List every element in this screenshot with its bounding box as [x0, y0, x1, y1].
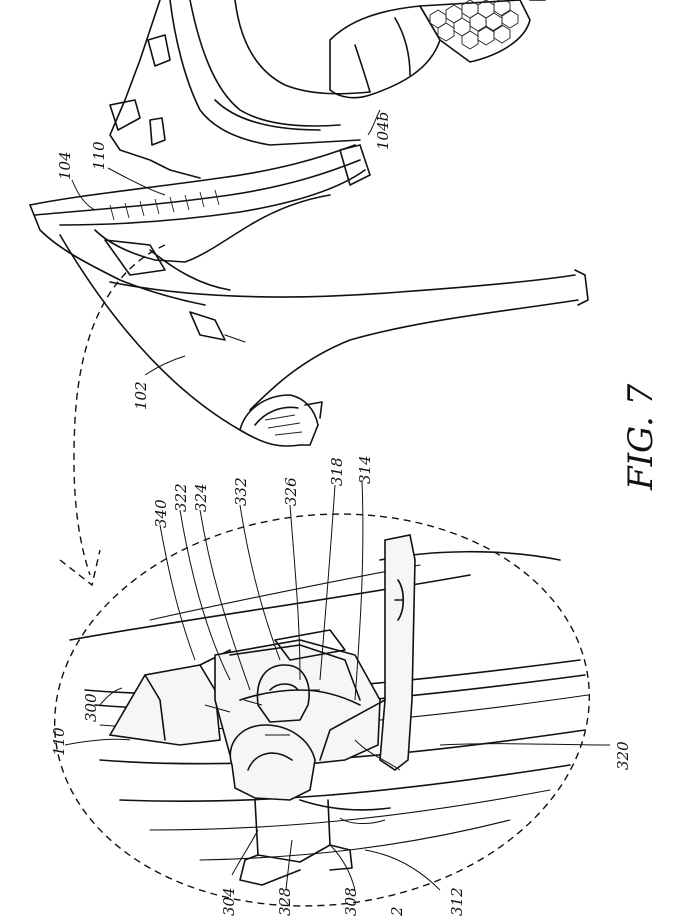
label-110-detail: 110: [50, 727, 68, 756]
label-104b: 104b: [374, 112, 392, 150]
detail-callout-arrow: [60, 245, 165, 585]
figure-title: FIG. 7: [621, 383, 661, 491]
label-324: 324: [192, 483, 210, 512]
label-300: 300: [82, 693, 100, 722]
label-110-top: 110: [90, 141, 108, 170]
label-102: 102: [132, 381, 150, 410]
label-2: 2: [388, 906, 406, 916]
label-312: 312: [448, 887, 466, 916]
label-104: 104: [56, 151, 74, 180]
label-308: 308: [342, 887, 360, 916]
label-328: 328: [276, 887, 294, 916]
label-326: 326: [282, 477, 300, 506]
label-322: 322: [172, 483, 190, 512]
upper-assembly: [30, 0, 588, 446]
label-304: 304: [220, 887, 238, 916]
label-340: 340: [152, 499, 170, 528]
label-314: 314: [356, 455, 374, 484]
label-318: 318: [328, 457, 346, 486]
reference-numerals: 104 110 104b 102 340 322 324 332 326 318…: [50, 112, 632, 916]
detail-view: [35, 488, 609, 916]
label-320: 320: [614, 741, 632, 770]
leader-lines: [65, 110, 610, 890]
label-332: 332: [232, 477, 250, 506]
